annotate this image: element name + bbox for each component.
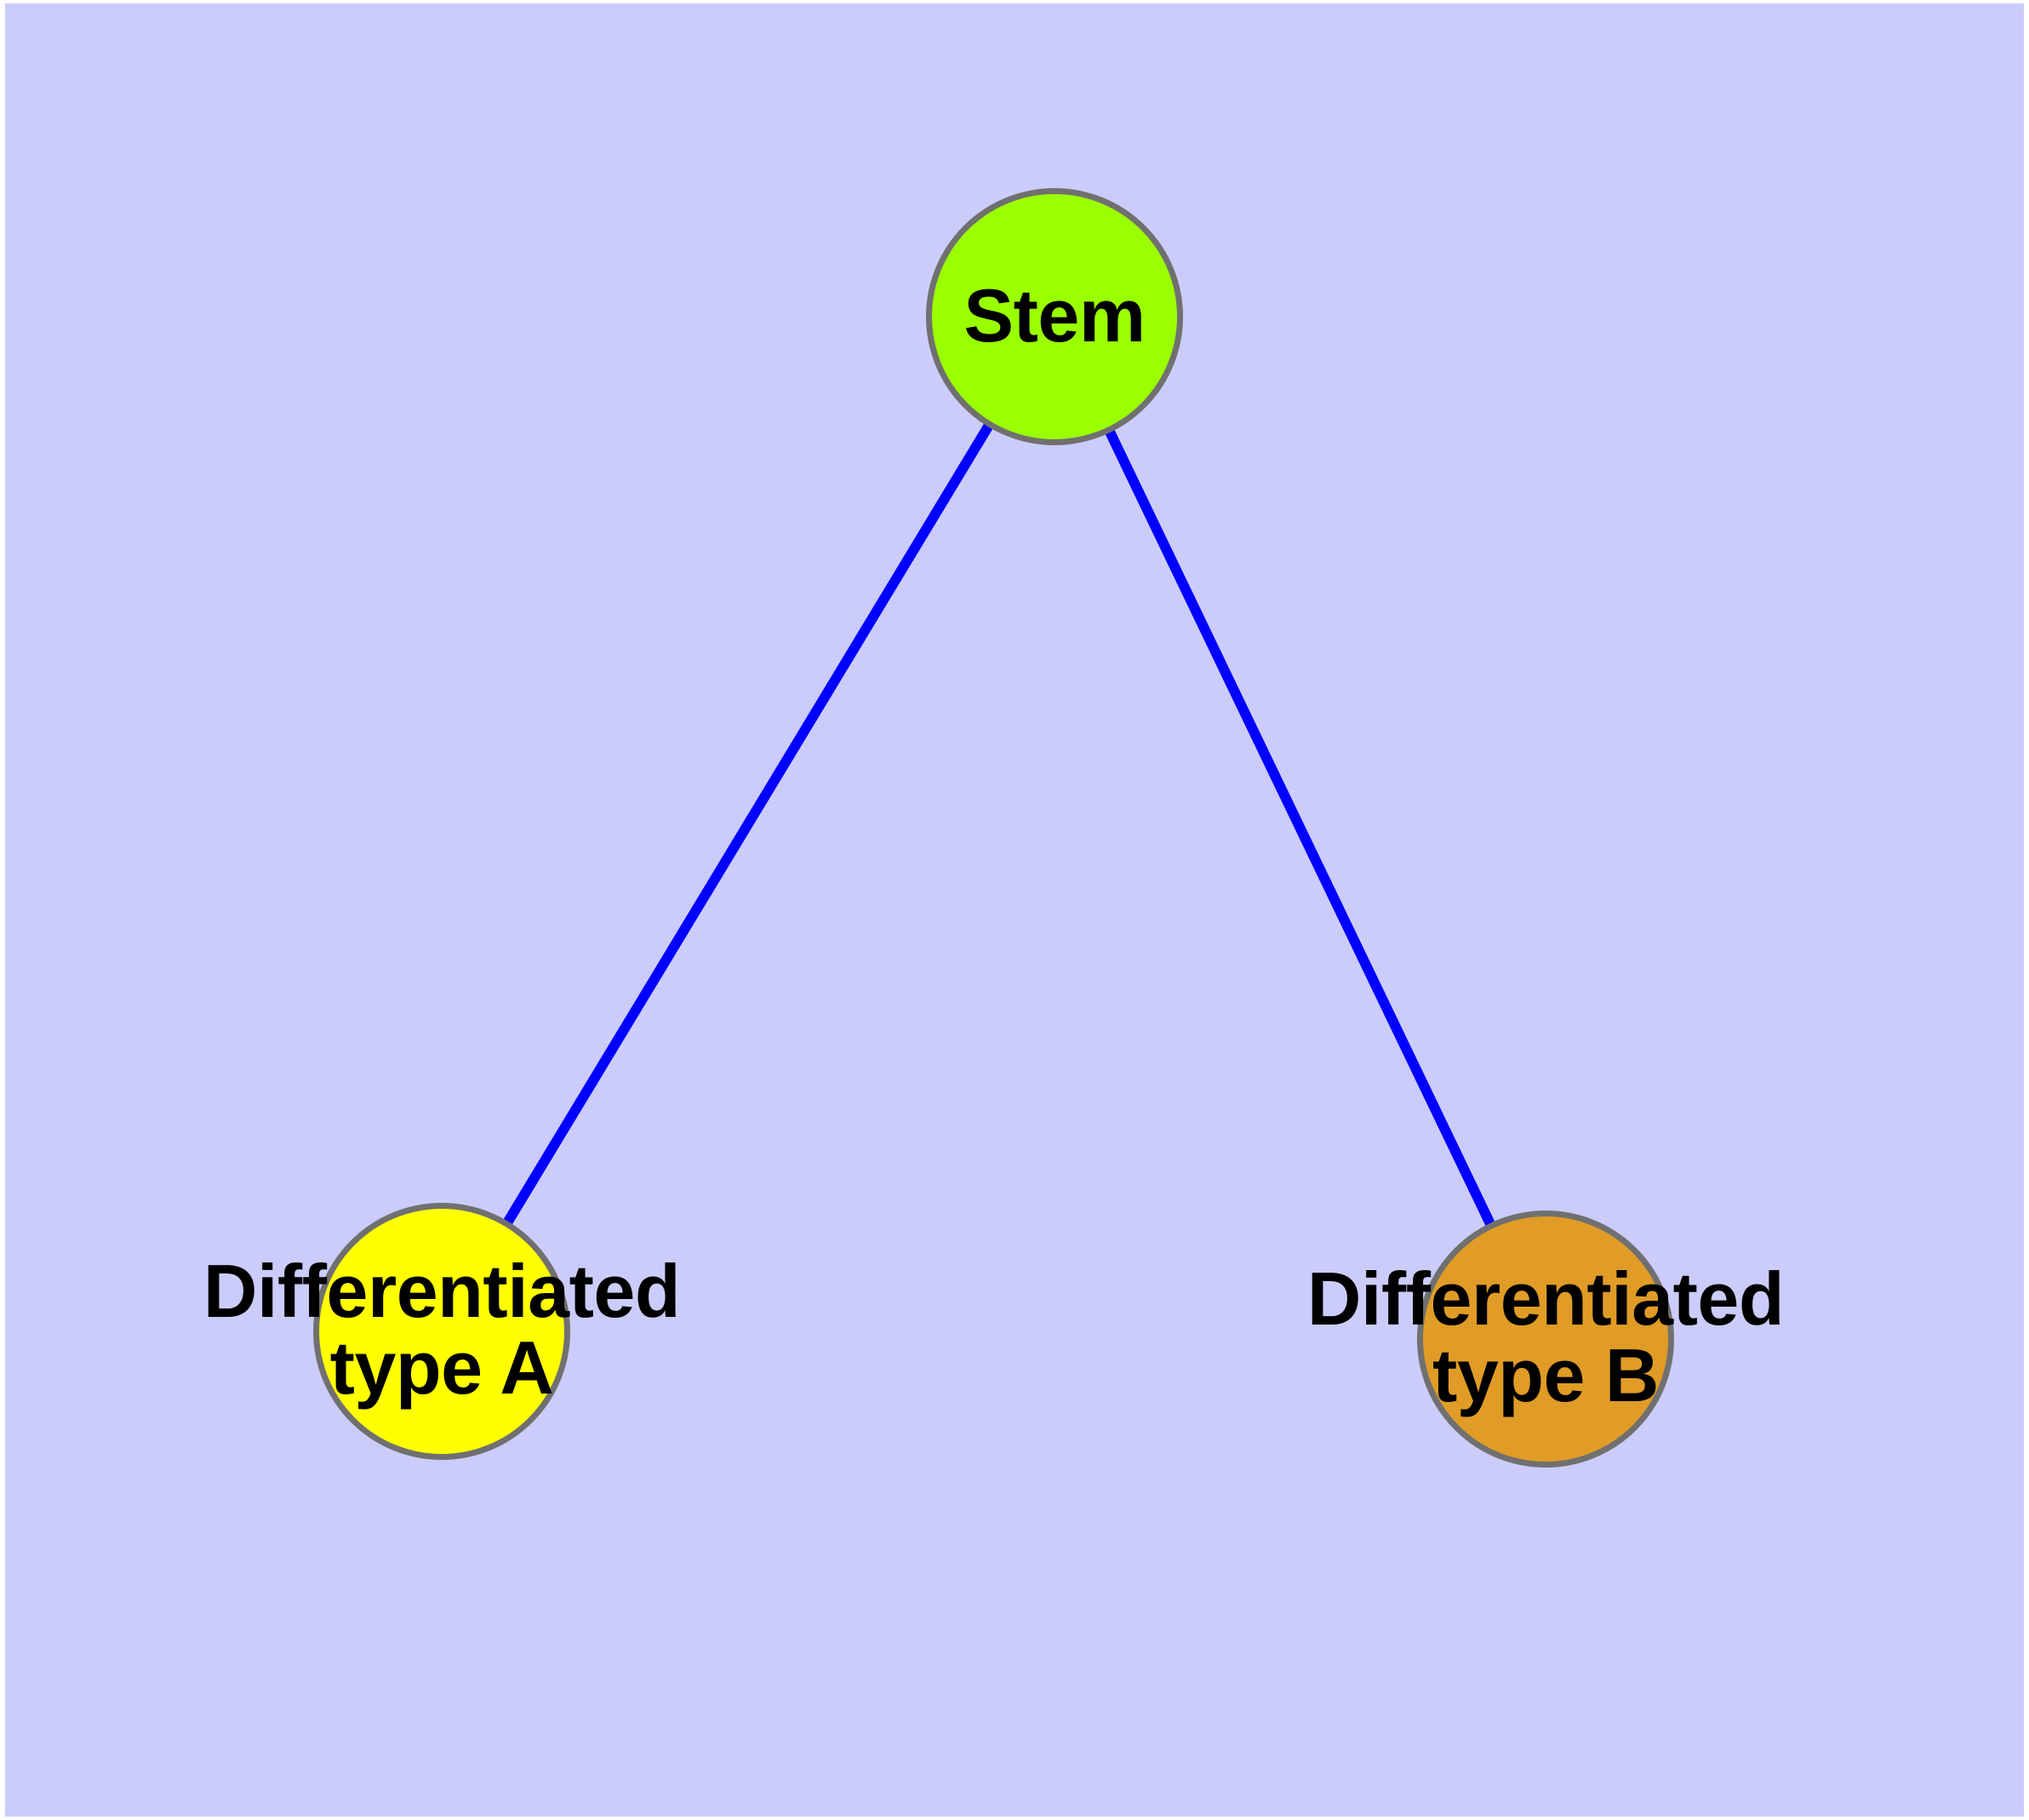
edge-stem-to-differentiated-type-a: [437, 313, 1060, 1335]
node-differentiated-type-b[interactable]: [1417, 1210, 1674, 1468]
node-stem[interactable]: [926, 188, 1183, 445]
edge-layer: [437, 313, 1551, 1342]
edge-stem-to-differentiated-type-b: [1049, 314, 1551, 1342]
node-differentiated-type-a[interactable]: [313, 1203, 570, 1460]
